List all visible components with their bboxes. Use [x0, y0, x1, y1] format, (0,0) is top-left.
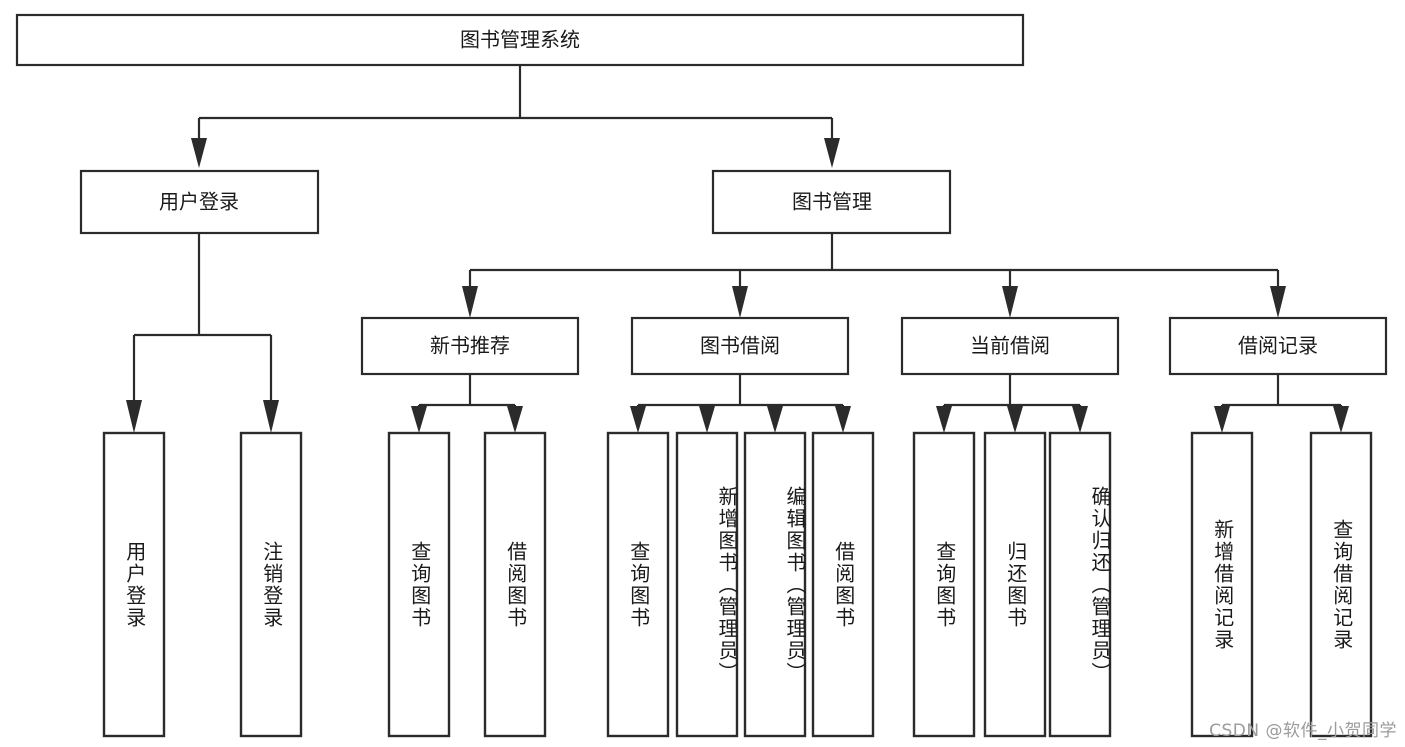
- arrow-head-leaf-query-book-1: [411, 406, 427, 433]
- node-borrow-record-label: 借阅记录: [1238, 334, 1318, 358]
- node-new-book-recommend-box[interactable]: [360, 316, 580, 376]
- node-current-borrow[interactable]: 当前借阅: [900, 316, 1120, 376]
- arrow-head-leaf-query-book-3: [936, 406, 952, 433]
- connector-new-book-recommend-to-leaves: [411, 374, 523, 433]
- leaf-box-query-book-1[interactable]: [387, 431, 451, 738]
- arrow-head-leaf-logout-login: [263, 400, 279, 433]
- arrow-head-book-borrow: [732, 286, 748, 318]
- leaf-box-add-book-admin[interactable]: [675, 431, 739, 738]
- node-book-management-label: 图书管理: [792, 190, 872, 214]
- arrow-head-leaf-edit-book-admin: [767, 406, 783, 433]
- node-user-login-label: 用户登录: [159, 190, 239, 214]
- leaf-box-edit-book-admin[interactable]: [743, 431, 807, 738]
- node-root-box[interactable]: [15, 13, 1025, 67]
- arrow-head-leaf-return-book: [1007, 406, 1023, 433]
- connector-borrow-record-to-leaves: [1214, 374, 1349, 433]
- arrow-head-book-management: [824, 138, 840, 168]
- arrow-head-leaf-add-book-admin: [699, 406, 715, 433]
- node-user-login-box[interactable]: [79, 169, 320, 235]
- connector-current-borrow-to-leaves: [936, 374, 1088, 433]
- leaf-box-query-borrow-record[interactable]: [1309, 431, 1373, 738]
- node-current-borrow-box[interactable]: [900, 316, 1120, 376]
- leaf-box-logout-login[interactable]: [239, 431, 303, 738]
- node-new-book-recommend[interactable]: 新书推荐: [360, 316, 580, 376]
- arrow-head-user-login: [191, 138, 207, 168]
- arrow-head-new-book-recommend: [462, 286, 478, 318]
- arrow-head-leaf-query-book-2: [630, 406, 646, 433]
- leaf-box-return-book[interactable]: [983, 431, 1047, 738]
- node-borrow-record[interactable]: 借阅记录: [1168, 316, 1388, 376]
- arrow-head-current-borrow: [1002, 286, 1018, 318]
- leaf-box-query-book-2[interactable]: [606, 431, 670, 738]
- node-book-borrow-label: 图书借阅: [700, 334, 780, 358]
- node-book-management[interactable]: 图书管理: [711, 169, 952, 235]
- node-new-book-recommend-label: 新书推荐: [430, 334, 510, 358]
- node-book-borrow[interactable]: 图书借阅: [630, 316, 850, 376]
- connector-book-borrow-to-leaves: [630, 374, 851, 433]
- csdn-watermark: CSDN @软件_小贺同学: [1209, 721, 1397, 741]
- node-root-label: 图书管理系统: [460, 28, 580, 52]
- leaf-box-borrow-book-1[interactable]: [483, 431, 547, 738]
- connector-user-login-to-leaves: [126, 233, 279, 433]
- arrow-head-leaf-user-login: [126, 400, 142, 433]
- leaf-box-confirm-return-admin[interactable]: [1048, 431, 1112, 738]
- leaf-box-user-login[interactable]: [102, 431, 166, 738]
- arrow-head-borrow-record: [1270, 286, 1286, 318]
- connector-book-management-to-level2: [462, 233, 1286, 318]
- node-root[interactable]: 图书管理系统: [15, 13, 1025, 67]
- leaf-box-query-book-3[interactable]: [912, 431, 976, 738]
- node-user-login[interactable]: 用户登录: [79, 169, 320, 235]
- leaf-box-add-borrow-record[interactable]: [1190, 431, 1254, 738]
- arrow-head-leaf-confirm-return-admin: [1072, 406, 1088, 433]
- arrow-head-leaf-borrow-book-1: [507, 406, 523, 433]
- leaf-box-borrow-book-2[interactable]: [811, 431, 875, 738]
- node-current-borrow-label: 当前借阅: [970, 334, 1050, 358]
- arrow-head-leaf-query-borrow-record: [1333, 406, 1349, 433]
- arrow-head-leaf-add-borrow-record: [1214, 406, 1230, 433]
- arrow-head-leaf-borrow-book-2: [835, 406, 851, 433]
- connector-root-to-level1: [191, 65, 840, 168]
